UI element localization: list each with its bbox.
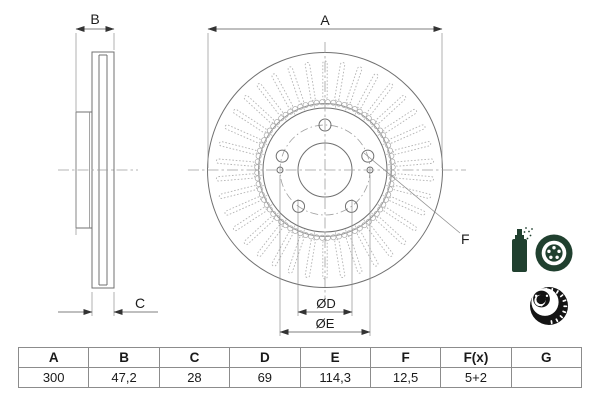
label-dia-d: ØD xyxy=(316,296,336,311)
label-c: C xyxy=(135,295,145,311)
spec-value-cell: 12,5 xyxy=(369,367,442,388)
label-f: F xyxy=(461,231,470,247)
technical-drawing: A B C ØD ØE F xyxy=(58,11,573,336)
dimension-diameter-e xyxy=(279,175,371,336)
spec-table-value-row: 300 47,2 28 69 114,3 12,5 5+2 xyxy=(17,367,583,388)
spec-value-cell: 5+2 xyxy=(440,367,512,388)
icon-vent-dashes xyxy=(545,287,568,325)
spec-value-cell: 114,3 xyxy=(299,367,371,388)
vent-slots-and-holes xyxy=(215,60,435,280)
coated-disc-face xyxy=(535,234,573,272)
icon-lug-dots xyxy=(534,294,549,307)
label-dia-e: ØE xyxy=(316,316,335,331)
spec-header-cell: A xyxy=(17,347,90,368)
side-view xyxy=(58,51,138,289)
spec-header-cell: F xyxy=(369,347,442,368)
spec-header-cell: G xyxy=(510,347,583,368)
vented-disc-icon xyxy=(530,287,568,325)
spray-coated-disc-icon xyxy=(512,227,573,272)
dimension-diameter-d xyxy=(297,199,353,316)
spray-dots xyxy=(523,227,533,240)
lug-hole-dots xyxy=(547,246,561,259)
spec-header-cell: E xyxy=(299,347,371,368)
spec-value-cell: 28 xyxy=(158,367,231,388)
spec-table-header-row: A B C D E F F(x) G xyxy=(17,347,583,368)
dimension-b xyxy=(75,26,115,235)
spec-value-cell: 69 xyxy=(229,367,301,388)
dimensions xyxy=(58,26,461,336)
spec-value-cell: 47,2 xyxy=(88,367,160,388)
front-view xyxy=(188,42,466,300)
spec-table: A B C D E F F(x) G 300 47,2 28 69 114,3 … xyxy=(17,347,583,388)
dimension-c xyxy=(58,292,158,316)
spec-header-cell: F(x) xyxy=(440,347,512,368)
label-b: B xyxy=(90,11,99,27)
spec-header-cell: B xyxy=(88,347,160,368)
spec-value-cell: 300 xyxy=(17,367,90,388)
spray-can-icon xyxy=(512,227,533,272)
dimension-a xyxy=(207,26,443,168)
spec-value-cell xyxy=(510,367,583,388)
spec-header-cell: C xyxy=(158,347,231,368)
spec-header-cell: D xyxy=(229,347,301,368)
f-leader-line xyxy=(363,152,461,234)
label-a: A xyxy=(320,12,330,28)
